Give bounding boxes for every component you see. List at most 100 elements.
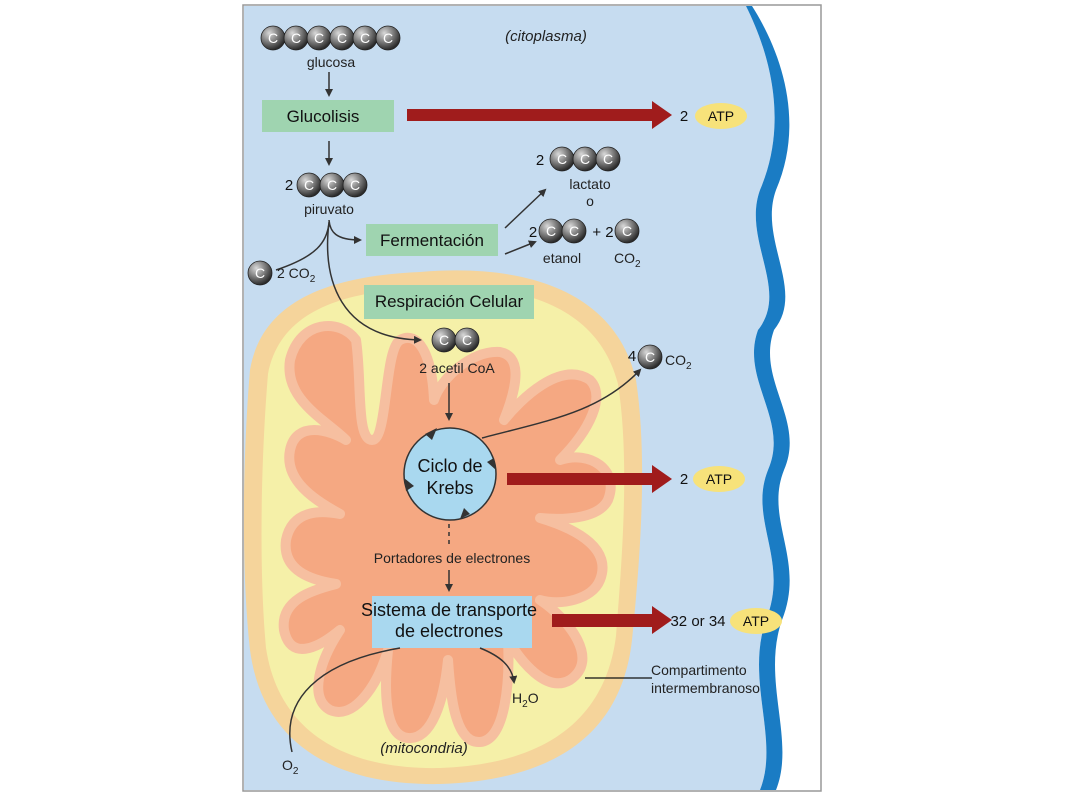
carbon-atom-letter: C (327, 177, 337, 193)
carbon-atom-letter: C (383, 30, 393, 46)
carbon-atom: C (319, 172, 345, 198)
compartimento-label-line1: Compartimento (651, 662, 747, 678)
fermentacion-label: Fermentación (380, 231, 484, 250)
arrow-o2-ste (289, 647, 401, 753)
carbon-atom-letter: C (337, 30, 347, 46)
fermentacion-box (366, 224, 498, 256)
carbon-atom: C (549, 146, 575, 172)
glucolisis-big-arrow (407, 101, 672, 129)
carbon-atom: C (296, 172, 322, 198)
carbon-atom: C (561, 218, 587, 244)
atp-label-ste: ATP (743, 613, 769, 629)
mitocondria-label: (mitocondria) (380, 740, 468, 757)
glucolisis-box (262, 100, 394, 132)
plus-two: + 2 (592, 224, 613, 241)
carbon-atom: C (595, 146, 621, 172)
carbon-atom-letter: C (439, 332, 449, 348)
co2-fermentacion-label: CO2 (614, 250, 641, 270)
glucolisis-label: Glucolisis (287, 107, 360, 126)
co2-left-label: 2 CO2 (277, 265, 316, 285)
h2o-label: H2O (512, 690, 539, 710)
carbon-atom: C (283, 25, 309, 51)
mitochondrion-matrix (278, 321, 616, 747)
carbon-atom-letter: C (314, 30, 324, 46)
carbon-atom: C (342, 172, 368, 198)
carbon-atom: C (247, 260, 273, 286)
carbon-atom: C (306, 25, 332, 51)
atp-badge-glucolisis (695, 103, 747, 129)
co2-fermentacion-atom: C (614, 218, 640, 244)
acetil-coa-label: 2 acetil CoA (419, 360, 495, 376)
piruvato-count: 2 (285, 177, 293, 194)
atp-krebs-count: 2 (680, 471, 688, 488)
krebs-cycle-arrowheads (404, 428, 496, 519)
compartimento-label-line2: intermembranoso (651, 680, 760, 696)
carbon-atom: C (352, 25, 378, 51)
carbon-atom: C (431, 327, 457, 353)
lactato-label: lactato (569, 176, 610, 192)
co2-krebs-count: 4 (628, 348, 636, 365)
carbon-atom-letter: C (546, 223, 556, 239)
carbon-atom: C (260, 25, 286, 51)
carbon-atom-letter: C (304, 177, 314, 193)
carbon-atom-letter: C (603, 151, 613, 167)
o2-label: O2 (282, 757, 299, 777)
krebs-cycle (403, 427, 497, 521)
atp-badge-ste (730, 608, 782, 634)
atp-ste-count: 32 or 34 (670, 613, 725, 630)
carbon-atom-letter: C (360, 30, 370, 46)
co2-krebs-label: CO2 (665, 352, 692, 372)
carbon-atom-letter: C (569, 223, 579, 239)
arrow-krebs-co2 (481, 368, 642, 439)
glucosa-label: glucosa (307, 54, 355, 70)
krebs-label-line1: Ciclo de (417, 456, 482, 476)
etanol-count: 2 (529, 224, 537, 241)
co2-krebs-atom: C (637, 344, 663, 370)
respiracion-label: Respiración Celular (375, 292, 524, 311)
carbon-atom-letter: C (350, 177, 360, 193)
arrow-to-lactato (504, 188, 547, 229)
portadores-label: Portadores de electrones (374, 550, 530, 566)
co2-left-atom: C (247, 260, 273, 286)
atp-glucolisis-count: 2 (680, 108, 688, 125)
atp-label-glucolisis: ATP (708, 108, 734, 124)
carbon-atom: C (637, 344, 663, 370)
ste-label-line2: de electrones (395, 621, 503, 641)
carbon-atom-letter: C (580, 151, 590, 167)
etanol-label: etanol (543, 250, 581, 266)
ste-label-line1: Sistema de transporte (361, 600, 537, 620)
citoplasma-label: (citoplasma) (505, 28, 587, 45)
carbon-atom-letter: C (645, 349, 655, 365)
arrow-ste-h2o (479, 647, 518, 684)
carbon-atom-letter: C (255, 265, 265, 281)
carbon-atom: C (375, 25, 401, 51)
carbon-atom-letter: C (268, 30, 278, 46)
ste-box (372, 596, 532, 648)
carbon-atom-letter: C (557, 151, 567, 167)
carbon-atom: C (572, 146, 598, 172)
carbon-atom: C (329, 25, 355, 51)
respiracion-box (364, 285, 534, 319)
arrow-piruvato-acetil (326, 221, 422, 344)
carbon-atom-letter: C (622, 223, 632, 239)
carbon-atom: C (538, 218, 564, 244)
atp-badge-krebs (693, 466, 745, 492)
carbon-atom-letter: C (291, 30, 301, 46)
carbon-atom: C (454, 327, 480, 353)
krebs-big-arrow (507, 465, 672, 493)
lactato-or-label: o (586, 193, 594, 209)
lactato-count: 2 (536, 152, 544, 169)
krebs-label-line2: Krebs (426, 478, 473, 498)
cell-membrane (746, 6, 790, 790)
carbon-atom: C (614, 218, 640, 244)
piruvato-label: piruvato (304, 201, 354, 217)
atp-label-krebs: ATP (706, 471, 732, 487)
ste-big-arrow (552, 606, 672, 634)
arrow-to-etanol (504, 240, 537, 255)
